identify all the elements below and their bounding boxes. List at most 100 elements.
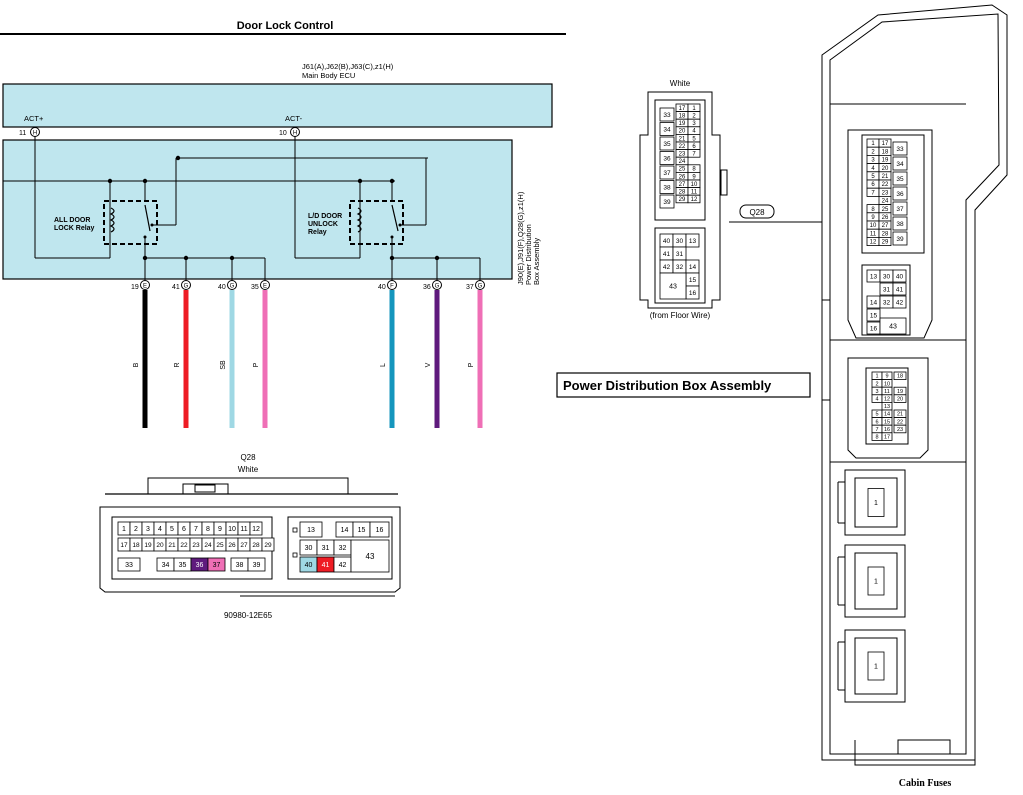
fusebox-b-pin-8: 8 [871,432,883,441]
svg-text:14: 14 [870,299,878,306]
svg-text:12: 12 [691,197,698,203]
svg-text:33: 33 [125,562,133,569]
callout-label: Q28 [749,208,765,217]
svg-text:11: 11 [19,130,26,137]
q28-pin-41: 41 [316,556,335,573]
q28-pin-6: 6 [177,521,191,536]
svg-text:3: 3 [146,526,150,533]
wire-color-code: P [468,362,475,367]
single-pin-connector-3: 1 [837,629,906,703]
svg-text:23: 23 [882,190,889,196]
ld-door-unlock-relay [349,200,404,245]
svg-text:28: 28 [252,542,260,549]
svg-text:8: 8 [692,167,696,173]
floor-pin-9: 9 [687,171,701,181]
svg-text:18: 18 [679,114,686,120]
svg-text:27: 27 [240,542,248,549]
floor-pin-18: 18 [675,111,689,120]
q28-pin-31: 31 [316,539,335,556]
q28-connector-name: Q28 [240,453,256,462]
svg-text:10: 10 [870,223,877,229]
single-pin-2: 1 [867,566,885,596]
fusebox-a-pin-14: 14 [866,295,881,309]
pdb-title: Power Distribution Box Assembly [563,378,772,393]
svg-text:15: 15 [870,312,878,319]
svg-text:17: 17 [679,106,686,112]
floor-pin-8: 8 [687,164,701,173]
svg-text:32: 32 [883,299,891,306]
svg-text:13: 13 [884,404,890,410]
svg-text:39: 39 [253,562,261,569]
single-pin-3: 1 [867,651,885,681]
fusebox-a-pin-28: 28 [878,228,892,238]
act-minus-label: ACT- [285,114,303,123]
svg-text:11: 11 [240,526,247,533]
wire-color-code: R [174,362,181,367]
q28-pin-9: 9 [213,521,227,536]
floor-pin-43: 43 [659,272,687,300]
relay1-label-line1: ALL DOOR [54,217,90,224]
svg-text:8: 8 [871,207,875,213]
svg-text:21: 21 [679,136,686,142]
q28-pin-38: 38 [230,557,249,572]
svg-text:10: 10 [279,130,287,137]
wire-pin-number: 40 [218,284,226,291]
svg-text:H: H [293,131,297,137]
q28-pin-43: 43 [350,539,390,573]
fusebox-a-pin-6: 6 [866,179,880,189]
fusebox-a-pin-20: 20 [878,163,892,173]
svg-text:6: 6 [871,182,875,188]
fusebox-a-pin-11: 11 [866,228,880,238]
fusebox-b-pin-6: 6 [871,417,883,426]
svg-text:31: 31 [322,545,330,552]
svg-text:10: 10 [691,182,698,188]
fusebox-a-pin-10: 10 [866,220,880,230]
fusebox-a-pin-16: 16 [866,321,881,335]
svg-text:12: 12 [870,240,877,246]
svg-text:27: 27 [882,223,889,229]
fusebox-a-pin-12: 12 [866,236,880,246]
svg-text:34: 34 [162,562,170,569]
ecu-pin-10: 10 H [279,127,300,137]
main-body-ecu-box [2,83,553,128]
fusebox-b-pin-17: 17 [881,432,893,441]
fusebox-b-pin-19: 19 [893,386,907,396]
svg-text:14: 14 [689,264,697,271]
svg-text:40: 40 [305,562,313,569]
fusebox-b-pin-3: 3 [871,386,883,396]
floor-pin-27: 27 [675,179,689,188]
fusebox-b-pin-2: 2 [871,379,883,388]
q28-connector-color: White [238,465,259,474]
floor-pin-17: 17 [675,103,689,112]
fusebox-a-pin-32: 32 [879,295,894,309]
q28-pin-12: 12 [249,521,263,536]
internal-wiring [3,127,481,282]
wire-color-code: B [133,362,140,367]
q28-pin-26: 26 [225,537,239,552]
fusebox-b-pin-9: 9 [881,371,893,380]
svg-text:18: 18 [897,374,903,380]
svg-text:1: 1 [692,106,696,112]
svg-text:32: 32 [339,545,347,552]
svg-text:43: 43 [889,323,897,330]
svg-text:36: 36 [896,191,904,198]
wire-pin-letter: E [263,284,267,290]
fusebox-a-pin-33: 33 [892,141,908,156]
q28-pin-28: 28 [249,537,263,552]
relay2-label-line1: L/D DOOR [308,213,342,220]
fusebox-b-pin-22: 22 [893,417,907,426]
wire-pin-number: 37 [466,284,474,291]
fusebox-a-pin-42: 42 [892,295,907,309]
fusebox-b-pin-1: 1 [871,371,883,380]
fusebox-a-pin-43: 43 [879,317,907,335]
fusebox-a-pin-19: 19 [878,154,892,164]
svg-text:11: 11 [691,190,698,196]
floor-pin-26: 26 [675,171,689,181]
wire-pin-number: 19 [131,284,139,291]
floor-pin-5: 5 [687,133,701,143]
floor-pin-36: 36 [659,151,675,165]
